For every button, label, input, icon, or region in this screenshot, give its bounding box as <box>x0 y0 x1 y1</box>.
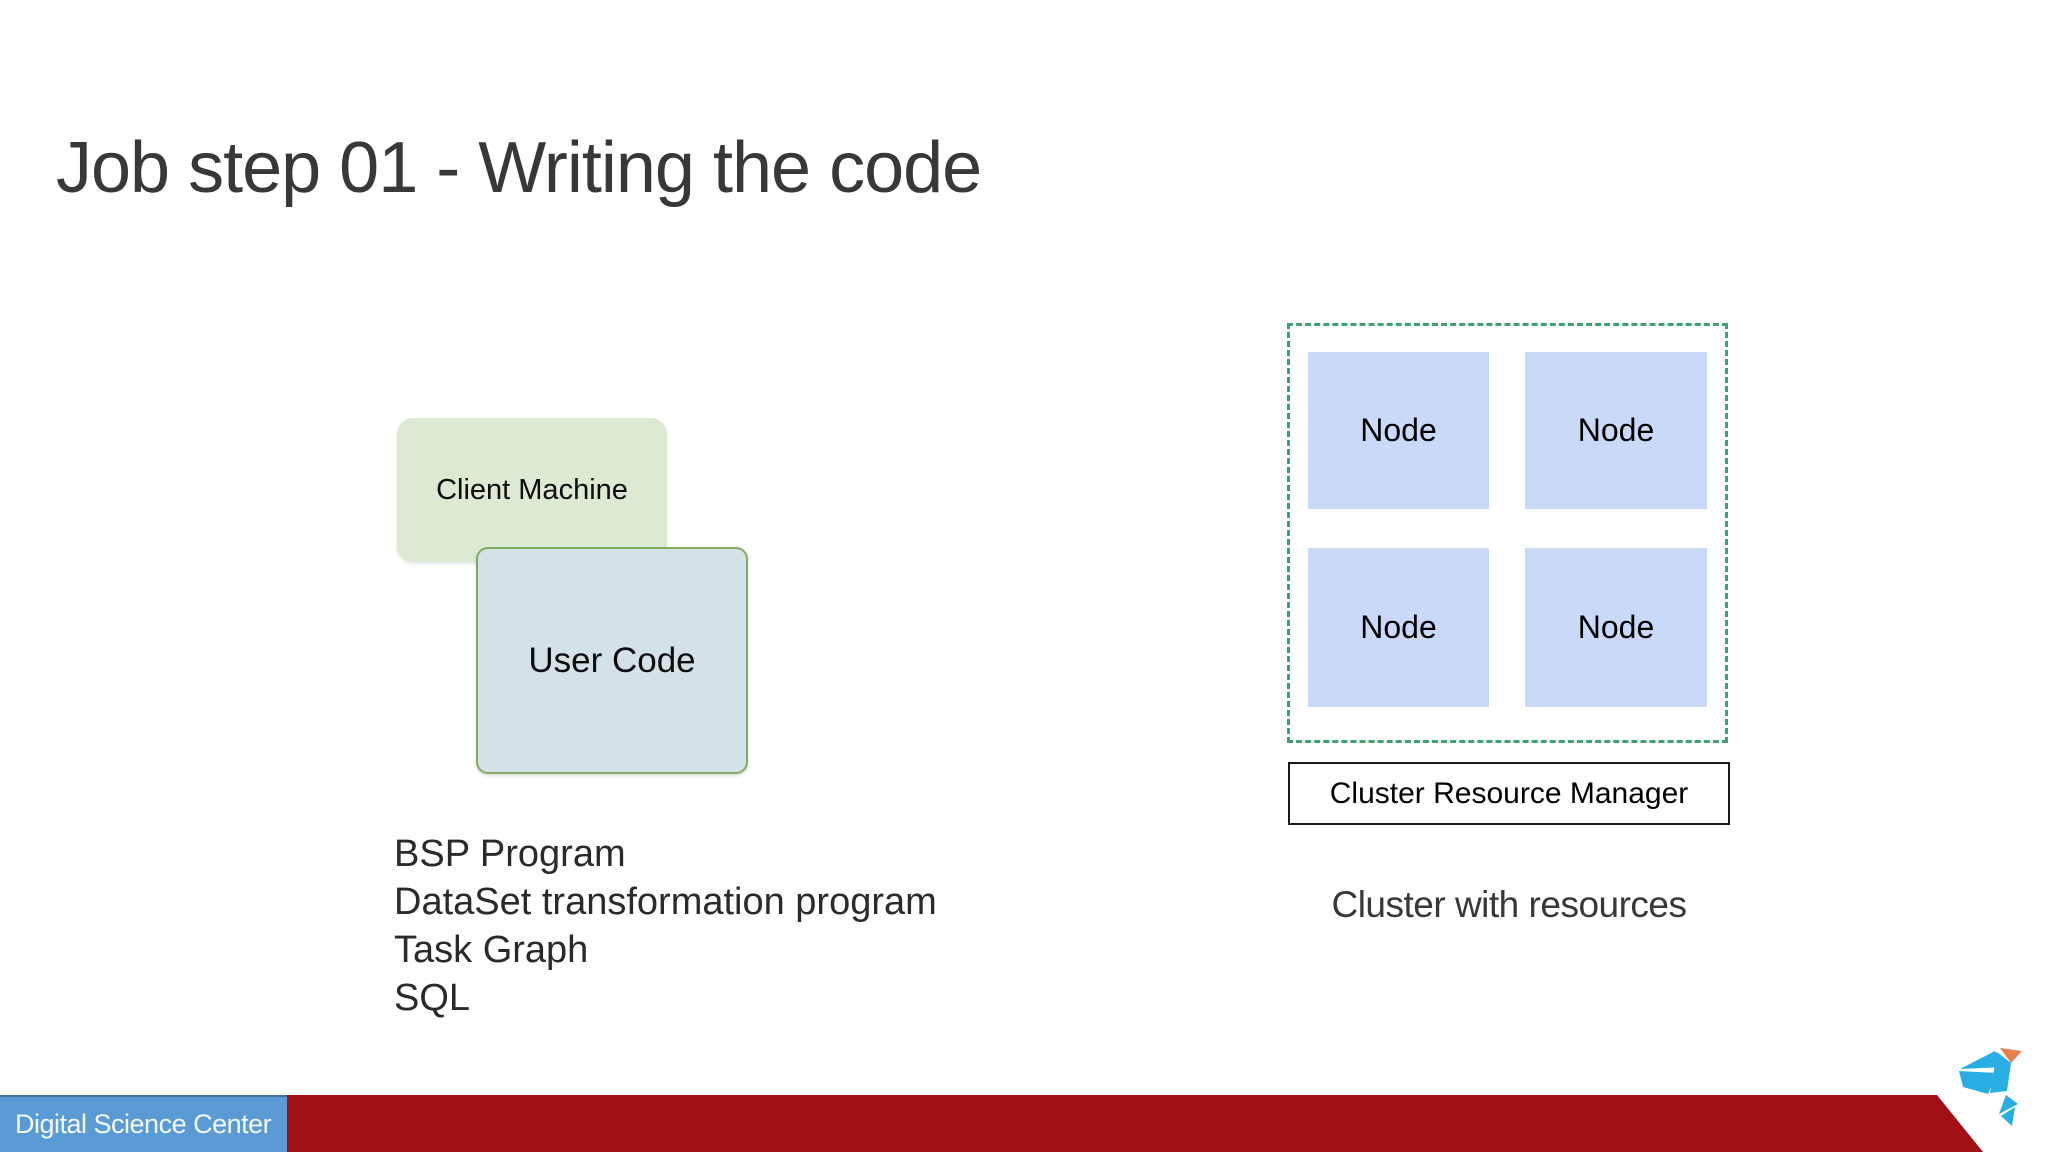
footer-red-bar <box>0 1095 1983 1152</box>
slide-title: Job step 01 - Writing the code <box>56 128 982 208</box>
program-list-item: Task Graph <box>394 929 589 971</box>
node-label: Node <box>1360 609 1437 645</box>
program-list-item: BSP Program <box>394 833 626 875</box>
org-badge: Digital Science Center <box>0 1095 287 1152</box>
user-code-box: User Code <box>476 547 748 774</box>
node-box: Node <box>1525 352 1707 509</box>
node-box: Node <box>1525 548 1707 707</box>
node-box: Node <box>1308 548 1489 707</box>
user-code-label: User Code <box>528 640 696 680</box>
client-machine-label: Client Machine <box>436 473 628 506</box>
program-list-item: SQL <box>394 977 471 1019</box>
program-list: BSP Program DataSet transformation progr… <box>394 830 937 1022</box>
cluster-resource-manager-box: Cluster Resource Manager <box>1288 762 1730 825</box>
node-box: Node <box>1308 352 1489 509</box>
program-list-item: DataSet transformation program <box>394 881 937 923</box>
client-machine-box: Client Machine <box>397 418 667 562</box>
digital-science-center-logo-icon <box>1959 1048 2022 1126</box>
cluster-caption: Cluster with resources <box>1331 884 1687 925</box>
node-label: Node <box>1577 609 1655 645</box>
org-badge-label: Digital Science Center <box>15 1109 272 1139</box>
node-label: Node <box>1577 412 1655 448</box>
cluster-dashed-container <box>1287 323 1728 743</box>
cluster-resource-manager-label: Cluster Resource Manager <box>1329 776 1689 810</box>
node-label: Node <box>1360 412 1437 448</box>
